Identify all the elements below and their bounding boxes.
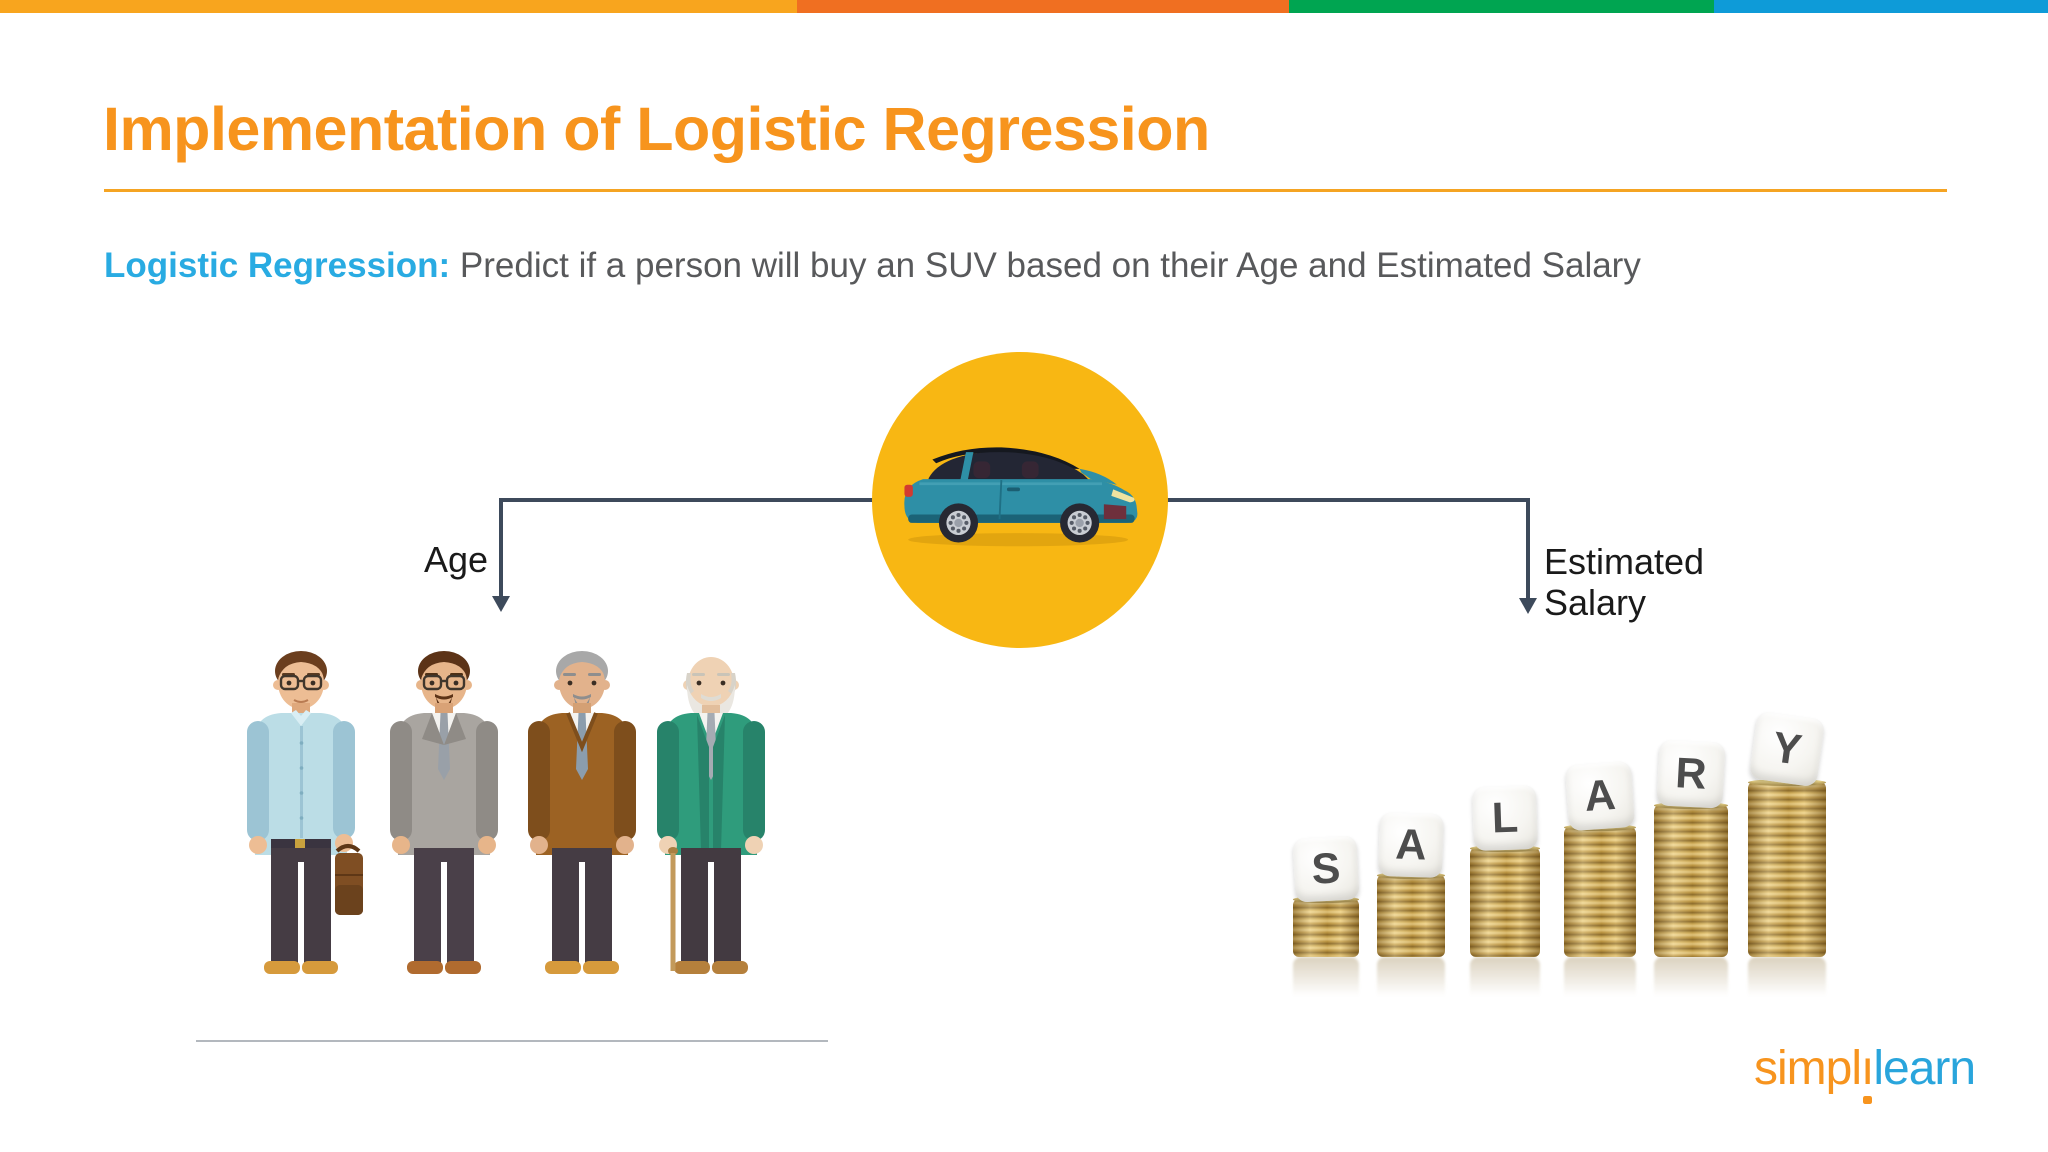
cane-icon <box>668 847 678 971</box>
white-beard <box>687 685 735 722</box>
simplilearn-logo: simplılearn <box>1754 1041 1976 1105</box>
logo-i-stem: ı <box>1861 1042 1874 1105</box>
yellow-circle-badge <box>872 352 1168 648</box>
estimated-salary-label-line2: Salary <box>1544 582 1647 623</box>
intro-description: Predict if a person will buy an SUV base… <box>450 246 1641 285</box>
shoes <box>264 961 300 974</box>
car-door-handle <box>1006 487 1020 492</box>
coin-stack-2 <box>1377 872 1445 957</box>
letter-cube-2: A <box>1377 811 1445 879</box>
connector-vertical-right <box>1526 500 1530 600</box>
suv-car-icon <box>904 447 1138 547</box>
logo-simpl: simpl <box>1754 1042 1862 1095</box>
logo-learn: learn <box>1873 1042 1976 1095</box>
person-older-man <box>528 651 636 974</box>
coin-stack-6 <box>1748 779 1826 957</box>
connector-vertical-left <box>499 498 503 598</box>
shoes <box>674 961 710 974</box>
coin-stack-1 <box>1293 896 1359 957</box>
brand-bar-segment-green <box>1289 0 1714 13</box>
shoes <box>545 961 581 974</box>
collar <box>291 710 311 726</box>
letter-cube-4: A <box>1564 760 1636 832</box>
person-elderly-man <box>657 657 765 974</box>
brand-bar-segment-yellow <box>0 0 797 13</box>
letter-cube-6: Y <box>1748 710 1826 788</box>
letter-cube-5: R <box>1656 739 1726 809</box>
brand-bar-segment-blue <box>1714 0 2048 13</box>
coin-stack-3 <box>1470 845 1540 957</box>
coin-stack-5 <box>1654 802 1728 957</box>
car-shadow <box>908 533 1129 547</box>
letter-cube-3: L <box>1471 784 1539 852</box>
person-young-man <box>247 651 363 974</box>
coin-stack-4 <box>1564 824 1636 957</box>
car-headlight <box>1111 489 1135 503</box>
sweater <box>536 713 628 855</box>
intro-colon: : <box>438 246 451 285</box>
age-label: Age <box>423 539 488 580</box>
shoes <box>407 961 443 974</box>
estimated-salary-label-line1: Estimated <box>1544 541 1705 582</box>
glasses-icon <box>422 674 466 691</box>
briefcase-icon <box>335 844 363 915</box>
letter-cube-1: S <box>1292 835 1360 903</box>
intro-term: Logistic Regression <box>104 246 439 285</box>
salary-illustration: S A L A R Y <box>1280 695 1850 1035</box>
car-rear-wheel <box>938 503 979 543</box>
car-taillight <box>904 484 913 497</box>
title-divider <box>104 189 1947 192</box>
person-adult-man <box>390 651 498 974</box>
trousers <box>681 857 708 963</box>
trousers <box>271 857 298 963</box>
glasses-icon <box>279 674 323 691</box>
trousers <box>552 857 579 963</box>
trousers <box>414 857 441 963</box>
blazer <box>398 713 490 855</box>
people-baseline-divider <box>196 1040 828 1042</box>
down-arrow-icon-left <box>492 596 510 612</box>
brand-bar-segment-orange <box>797 0 1289 13</box>
estimated-salary-label: Estimated Salary <box>1544 541 1704 623</box>
car-front-wheel <box>1060 503 1100 543</box>
tie <box>438 713 450 780</box>
brand-color-bar <box>0 0 2048 13</box>
down-arrow-icon-right <box>1519 598 1537 614</box>
intro-sentence: Logistic Regression: Predict if a person… <box>104 246 1641 286</box>
page-title: Implementation of Logistic Regression <box>103 95 1210 163</box>
cardigan <box>665 713 757 855</box>
